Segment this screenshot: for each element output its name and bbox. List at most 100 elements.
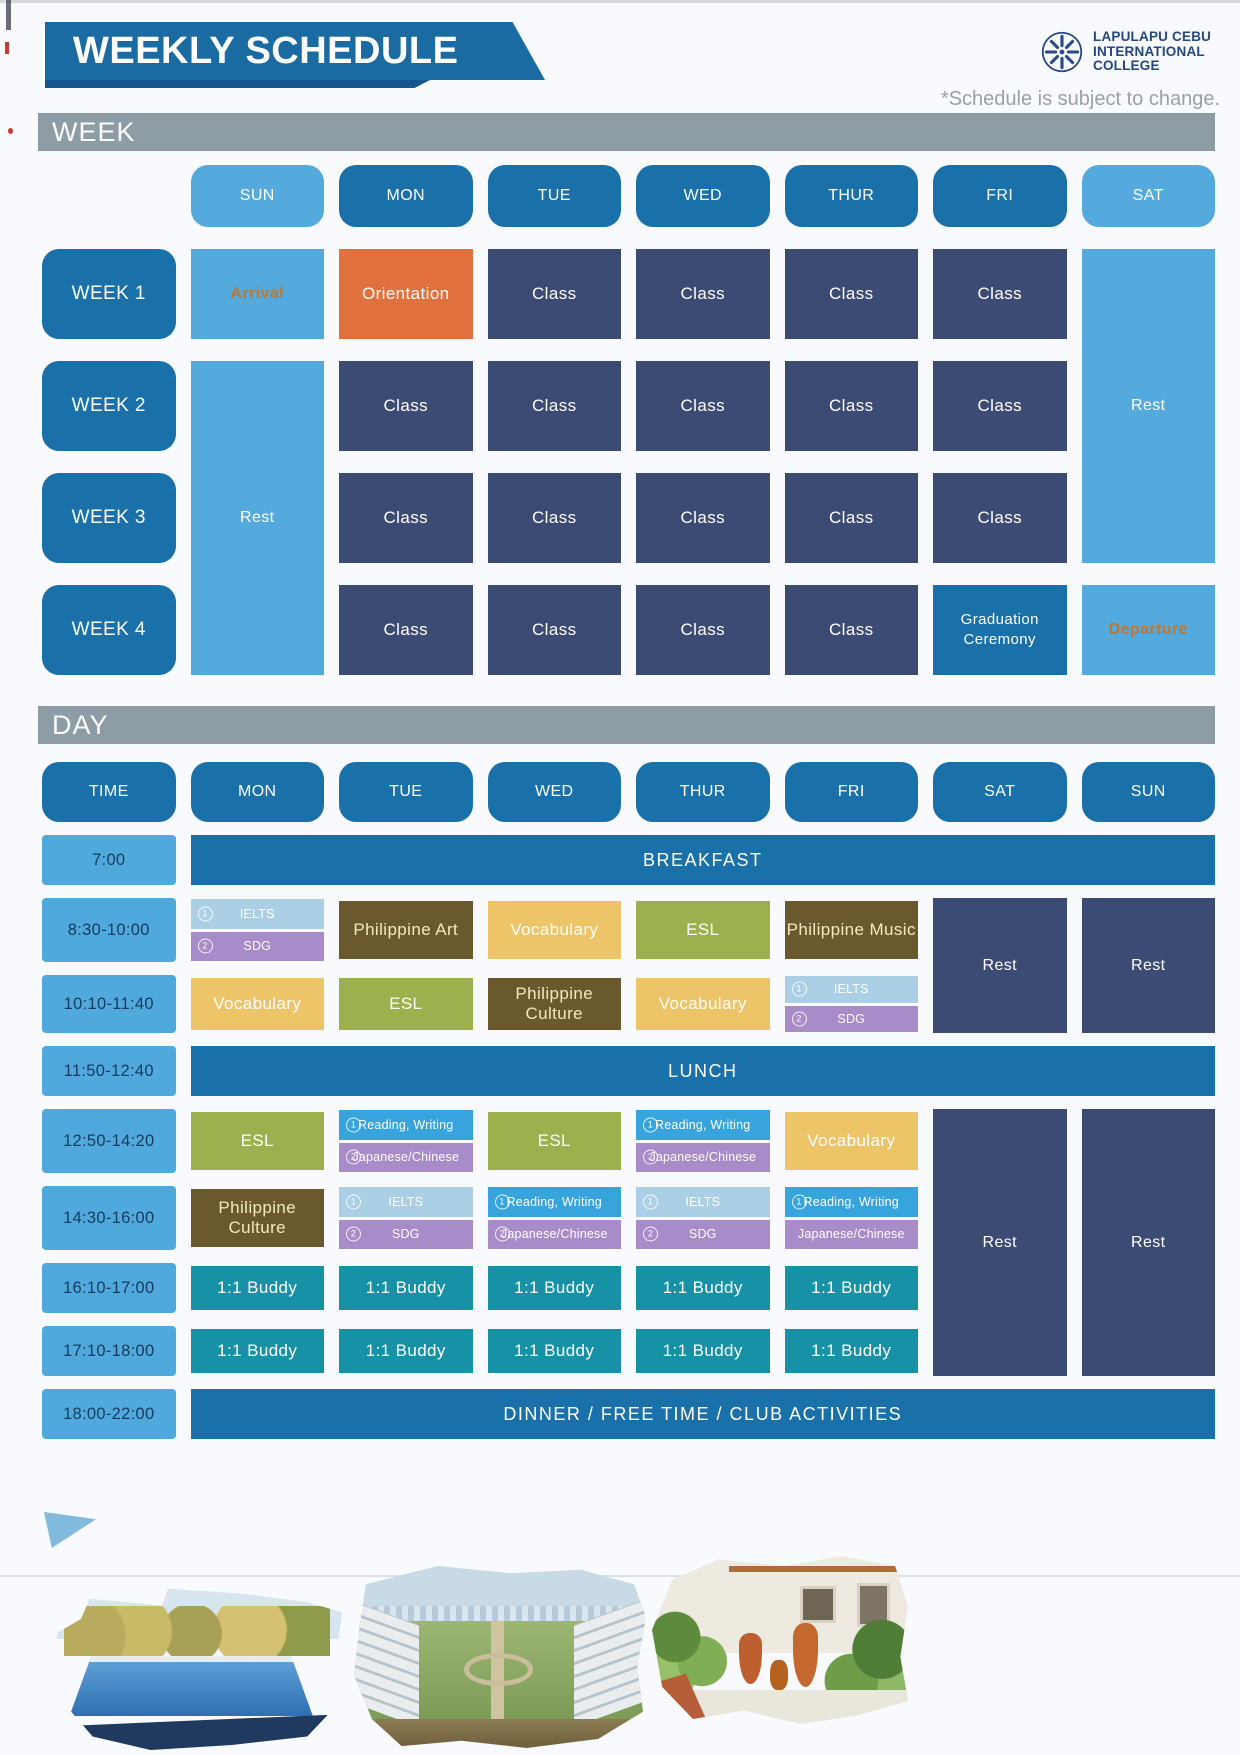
subject-label: Japanese/Chinese: [797, 1227, 905, 1242]
week3-fri-class-cell: Class: [933, 473, 1067, 563]
week4-fri-graduation-cell: Graduation Ceremony: [933, 585, 1067, 675]
week2-fri-class-cell: Class: [933, 361, 1067, 451]
mon-1010-vocabulary-cell: Vocabulary: [190, 977, 324, 1031]
week4-mon-class-cell: Class: [339, 585, 473, 675]
reading-writing-half: 1 Reading, Writing: [487, 1187, 621, 1217]
circled-number: 2: [494, 1226, 510, 1242]
week2-thur-class-cell: Class: [784, 361, 918, 451]
week4-label: WEEK 4: [42, 585, 176, 675]
photo-roof-pipe: [728, 1566, 908, 1572]
week4-thur-class-cell: Class: [784, 585, 918, 675]
sun-afternoon-rest-cell: Rest: [1081, 1109, 1215, 1376]
fri-1430-split-cell: 1 Reading, Writing Japanese/Chinese: [784, 1187, 918, 1249]
fri-1250-vocabulary-cell: Vocabulary: [784, 1112, 918, 1170]
photo-city-horizon: [353, 1606, 646, 1621]
week2-label: WEEK 2: [42, 361, 176, 451]
photo-shard: [44, 1512, 96, 1548]
week1-label: WEEK 1: [42, 249, 176, 339]
thur-1710-buddy-cell: 1:1 Buddy: [636, 1329, 770, 1373]
fri-0830-philippine-music-cell: Philippine Music: [784, 901, 918, 959]
circled-number: 1: [346, 1117, 361, 1133]
subject-label: SDG: [391, 1227, 420, 1242]
starburst-logo-icon: [1041, 31, 1083, 73]
college-logo-text: LAPULAPU CEBU INTERNATIONAL COLLEGE: [1093, 30, 1211, 74]
circled-number: 1: [643, 1117, 658, 1133]
photo-foreground: [353, 1718, 646, 1748]
photo-clay-pot: [739, 1633, 763, 1684]
week-header-thur: THUR: [784, 165, 918, 227]
scan-artifact: [0, 0, 1240, 3]
ielts-half: 1 IELTS: [784, 976, 918, 1003]
scan-artifact: [8, 128, 13, 134]
sdg-half: 2 SDG: [190, 931, 324, 961]
logo-line: LAPULAPU CEBU: [1093, 29, 1212, 45]
sdg-half: 2 SDG: [339, 1219, 473, 1249]
day-header-time: TIME: [42, 762, 176, 822]
fri-1710-buddy-cell: 1:1 Buddy: [784, 1329, 918, 1373]
week1-mon-orientation-cell: Orientation: [339, 249, 473, 339]
time-1430: 14:30-16:00: [42, 1186, 176, 1250]
subject-label: IELTS: [833, 982, 869, 997]
logo-line: COLLEGE: [1093, 58, 1160, 74]
week-header-sun: SUN: [190, 165, 324, 227]
circled-number: 2: [643, 1149, 658, 1165]
thur-1610-buddy-cell: 1:1 Buddy: [636, 1266, 770, 1310]
week2-mon-class-cell: Class: [339, 361, 473, 451]
thur-1430-split-cell: 1 IELTS 2 SDG: [636, 1187, 770, 1249]
wed-1250-esl-cell: ESL: [487, 1112, 621, 1170]
dinner-bar: DINNER / FREE TIME / CLUB ACTIVITIES: [190, 1389, 1215, 1439]
sun-morning-rest-cell: Rest: [1081, 898, 1215, 1033]
subject-label: Japanese/Chinese: [500, 1227, 608, 1242]
campus-courtyard-photo: [353, 1566, 646, 1748]
tue-1610-buddy-cell: 1:1 Buddy: [339, 1266, 473, 1310]
subject-label: Japanese/Chinese: [352, 1150, 460, 1165]
time-1150: 11:50-12:40: [42, 1046, 176, 1096]
circled-number: 2: [346, 1226, 361, 1242]
japanese-chinese-half: Japanese/Chinese: [784, 1219, 918, 1249]
sat-rest-span-cell: Rest: [1081, 249, 1215, 563]
sat-morning-rest-cell: Rest: [933, 898, 1067, 1033]
subject-label: IELTS: [685, 1194, 721, 1209]
sat-afternoon-rest-cell: Rest: [933, 1109, 1067, 1376]
photo-clay-pot: [792, 1623, 819, 1688]
subject-label: IELTS: [388, 1194, 424, 1209]
week1-fri-class-cell: Class: [933, 249, 1067, 339]
week3-label: WEEK 3: [42, 473, 176, 563]
time-1710: 17:10-18:00: [42, 1326, 176, 1376]
ielts-half: 1 IELTS: [339, 1187, 473, 1217]
subject-label: Reading, Writing: [655, 1117, 751, 1132]
thur-0830-esl-cell: ESL: [636, 901, 770, 959]
week3-tue-class-cell: Class: [487, 473, 621, 563]
title-banner: WEEKLY SCHEDULE: [45, 22, 545, 80]
circled-number: 1: [791, 1194, 807, 1210]
photo-trees: [63, 1605, 331, 1656]
japanese-chinese-half: 2 Japanese/Chinese: [487, 1219, 621, 1249]
subject-label: Japanese/Chinese: [649, 1150, 757, 1165]
week1-tue-class-cell: Class: [487, 249, 621, 339]
mon-1710-buddy-cell: 1:1 Buddy: [190, 1329, 324, 1373]
wed-1710-buddy-cell: 1:1 Buddy: [487, 1329, 621, 1373]
time-1010: 10:10-11:40: [42, 975, 176, 1033]
fri-1010-split-cell: 1 IELTS 2 SDG: [784, 976, 918, 1032]
circled-number: 1: [791, 981, 807, 997]
circled-number: 1: [494, 1194, 510, 1210]
week-grid: SUN MON TUE WED THUR FRI SAT WEEK 1 Arri…: [42, 165, 1215, 675]
schedule-change-note: *Schedule is subject to change.: [940, 88, 1220, 110]
day-grid: TIME MON TUE WED THUR FRI SAT SUN 7:00 B…: [42, 762, 1215, 1439]
thur-1250-split-cell: 1 Reading, Writing 2 Japanese/Chinese: [636, 1110, 770, 1172]
japanese-chinese-half: 2 Japanese/Chinese: [636, 1142, 770, 1172]
tue-0830-philippine-art-cell: Philippine Art: [339, 901, 473, 959]
week3-thur-class-cell: Class: [784, 473, 918, 563]
wed-1610-buddy-cell: 1:1 Buddy: [487, 1266, 621, 1310]
day-header-tue: TUE: [339, 762, 473, 822]
sun-rest-span-cell: Rest: [190, 361, 324, 675]
wed-1430-split-cell: 1 Reading, Writing 2 Japanese/Chinese: [487, 1187, 621, 1249]
week1-wed-class-cell: Class: [636, 249, 770, 339]
subject-label: SDG: [837, 1011, 866, 1026]
day-section-bar: DAY: [38, 706, 1215, 744]
tue-1010-esl-cell: ESL: [339, 977, 473, 1031]
week4-wed-class-cell: Class: [636, 585, 770, 675]
photo-circle-path: [464, 1653, 533, 1687]
circled-number: 2: [643, 1226, 658, 1242]
